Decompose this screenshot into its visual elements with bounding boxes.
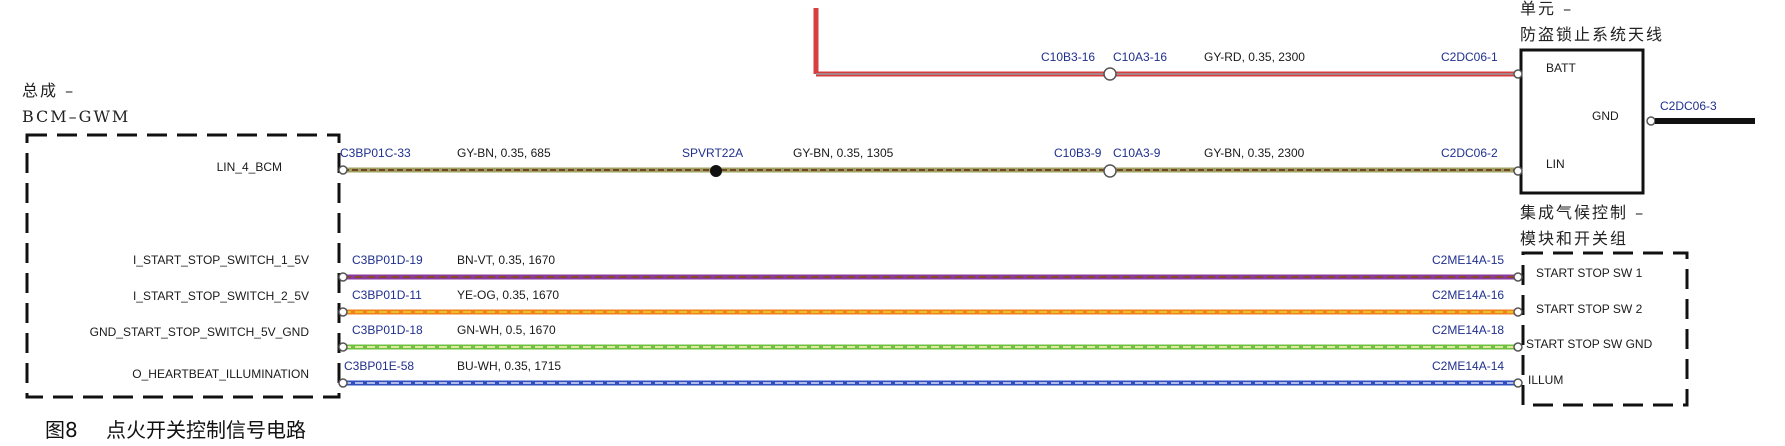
climate-pin-ss2: START STOP SW 2 (1536, 302, 1643, 316)
sig2-start-conn: C3BP01D-11 (352, 288, 422, 302)
lin-splice-label: SPVRT22A (682, 146, 743, 160)
lin-conn-b: C10A3-9 (1113, 146, 1161, 160)
sig4-end-conn: C2ME14A-14 (1432, 359, 1504, 373)
bcm-pin-gnd: GND_START_STOP_SWITCH_5V_GND (90, 325, 310, 339)
antenna-title-line1: 单元 – (1520, 0, 1573, 18)
bcm-pin-ss1: I_START_STOP_SWITCH_1_5V (133, 253, 309, 267)
sig2-end-conn: C2ME14A-16 (1432, 288, 1504, 302)
figure-title: 点火开关控制信号电路 (106, 418, 306, 442)
antenna-gnd-wire (1646, 116, 1755, 126)
antenna-module-box (1519, 48, 1645, 195)
antenna-pin-gnd: GND (1592, 109, 1619, 123)
top-conn-a: C10B3-16 (1041, 50, 1095, 64)
sig3-spec: GN-WH, 0.5, 1670 (457, 323, 556, 337)
bcm-title-line2: BCM–GWM (22, 107, 130, 126)
lin-wire (338, 164, 1523, 178)
antenna-pin-batt: BATT (1546, 61, 1576, 75)
bcm-pin-ss2: I_START_STOP_SWITCH_2_5V (133, 289, 309, 303)
top-end-conn: C2DC06-1 (1441, 50, 1498, 64)
lin-spec3: GY-BN, 0.35, 2300 (1204, 146, 1305, 160)
sig1-end-conn: C2ME14A-15 (1432, 253, 1504, 267)
sig3-start-conn: C3BP01D-18 (352, 323, 423, 337)
gnd-conn: C2DC06-3 (1660, 99, 1717, 113)
climate-pin-gnd: START STOP SW GND (1526, 337, 1653, 351)
signal-wire-2 (338, 307, 1523, 317)
sig4-start-conn: C3BP01E-58 (344, 359, 414, 373)
sig2-spec: YE-OG, 0.35, 1670 (457, 288, 559, 302)
climate-pin-ss1: START STOP SW 1 (1536, 266, 1643, 280)
bcm-module-box (25, 133, 341, 399)
signal-wire-1 (338, 272, 1523, 282)
antenna-pin-lin: LIN (1546, 157, 1565, 171)
lin-start-conn: C3BP01C-33 (340, 146, 411, 160)
bcm-title-line1: 总成 – (22, 81, 75, 100)
top-power-wire (813, 8, 1523, 81)
antenna-title-line2: 防盗锁止系统天线 (1520, 25, 1664, 44)
climate-pin-illum: ILLUM (1528, 373, 1563, 387)
sig1-spec: BN-VT, 0.35, 1670 (457, 253, 555, 267)
figure-number: 图8 (45, 418, 78, 442)
lin-spec1: GY-BN, 0.35, 685 (457, 146, 551, 160)
sig3-end-conn: C2ME14A-18 (1432, 323, 1504, 337)
lin-spec2: GY-BN, 0.35, 1305 (793, 146, 894, 160)
lin-conn-a: C10B3-9 (1054, 146, 1102, 160)
bcm-pin-lin: LIN_4_BCM (217, 160, 282, 174)
sig4-spec: BU-WH, 0.35, 1715 (457, 359, 561, 373)
bcm-pin-illum: O_HEARTBEAT_ILLUMINATION (132, 367, 309, 381)
lin-end-conn: C2DC06-2 (1441, 146, 1498, 160)
climate-title-line2: 模块和开关组 (1520, 229, 1628, 248)
signal-wire-4 (338, 378, 1523, 388)
top-wire-spec: GY-RD, 0.35, 2300 (1204, 50, 1305, 64)
top-conn-b: C10A3-16 (1113, 50, 1167, 64)
climate-title-line1: 集成气候控制 – (1520, 203, 1645, 222)
sig1-start-conn: C3BP01D-19 (352, 253, 423, 267)
signal-wire-3 (338, 342, 1523, 352)
climate-module-box (1521, 251, 1689, 407)
